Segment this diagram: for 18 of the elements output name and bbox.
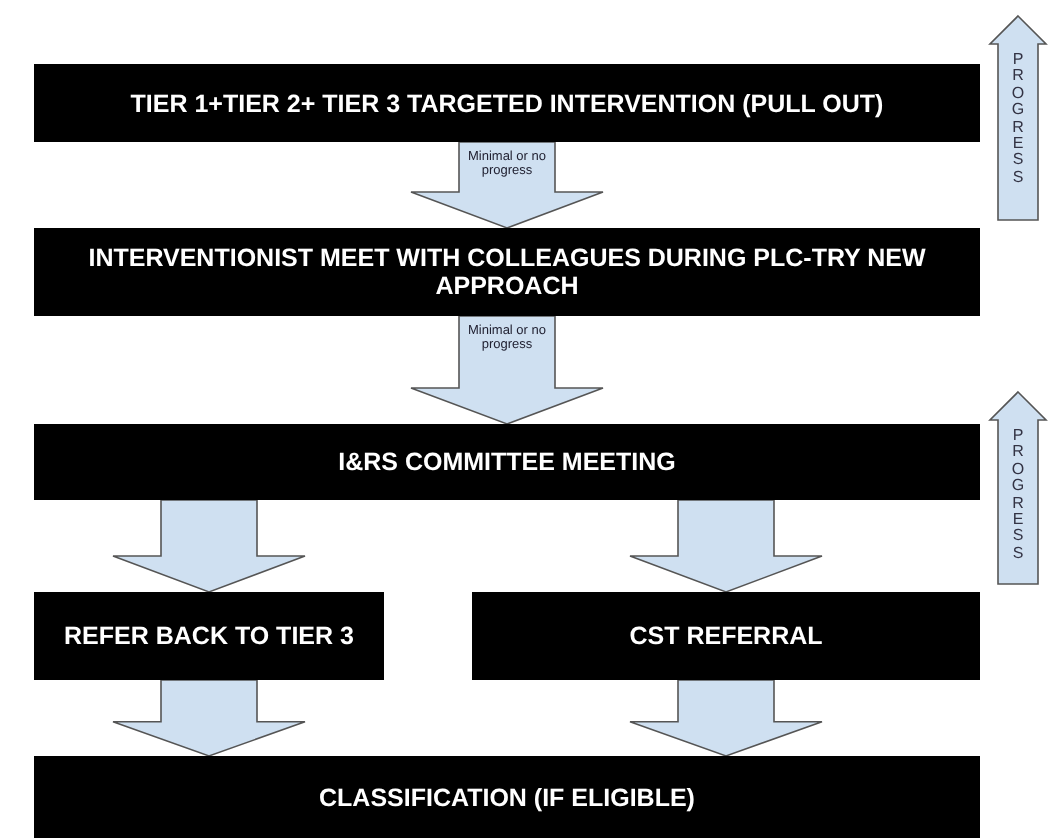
direction-label: PROGRESS [1010, 52, 1026, 187]
box-text: I&RS COMMITTEE MEETING [338, 448, 676, 476]
block-arrow [629, 499, 823, 593]
process-box [34, 424, 980, 500]
process-box [34, 592, 384, 680]
block-arrow [629, 679, 823, 757]
box-text: REFER BACK TO TIER 3 [64, 622, 354, 650]
block-arrow [112, 499, 306, 593]
process-box [34, 756, 980, 838]
box-text: INTERVENTIONIST MEET WITH COLLEAGUES DURING PLC-TRY NEW APPROACH [86, 244, 928, 300]
process-box [34, 64, 980, 142]
block-arrow [112, 679, 306, 757]
direction-label: PROGRESS [1010, 428, 1026, 563]
box-text: TIER 1+TIER 2+ TIER 3 TARGETED INTERVENTION (PULL OUT) [130, 89, 884, 117]
box-text: CLASSIFICATION (IF ELIGIBLE) [319, 783, 695, 811]
box-text: CST REFERRAL [629, 622, 823, 650]
process-box [34, 228, 980, 316]
process-box [472, 592, 980, 680]
